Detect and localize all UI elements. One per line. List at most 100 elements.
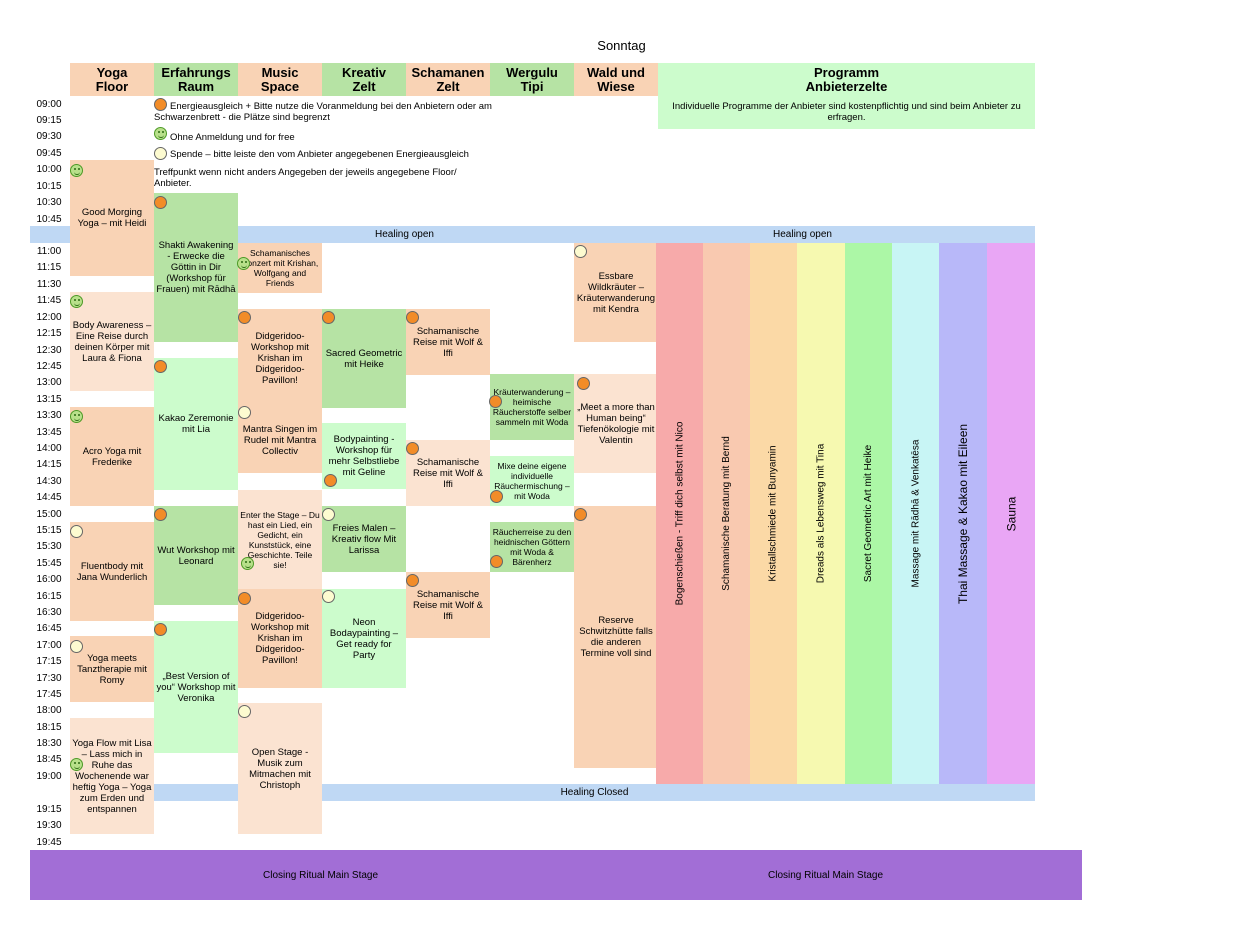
- event-shakti-awakening[interactable]: Shakti Awakening - Erwecke die Göttin in…: [154, 193, 238, 342]
- time-label: 15:45: [36, 558, 62, 569]
- time-label: 10:15: [36, 181, 62, 192]
- event-yoga-flow[interactable]: Yoga Flow mit Lisa – Lass mich in Ruhe d…: [70, 718, 154, 834]
- time-label: 14:30: [36, 476, 62, 487]
- time-label: 19:45: [36, 837, 62, 848]
- time-label: 18:00: [36, 705, 62, 716]
- event-acro-yoga[interactable]: Acro Yoga mit Frederike: [70, 407, 154, 506]
- smiley-icon: [237, 257, 250, 270]
- time-label: 10:30: [36, 197, 62, 208]
- smiley-icon: [70, 410, 83, 423]
- legend-spende: Spende – bitte leiste den vom Anbieter a…: [170, 149, 469, 160]
- time-label: 14:00: [36, 443, 62, 454]
- event-bodypainting[interactable]: Bodypainting - Workshop für mehr Selbstl…: [322, 423, 406, 489]
- event-wut-workshop[interactable]: Wut Workshop mit Leonard: [154, 506, 238, 605]
- event-raeuchermischung[interactable]: Mixe deine eigene individuelle Räuchermi…: [490, 456, 574, 506]
- time-label: 16:15: [36, 591, 62, 602]
- time-label: 09:45: [36, 148, 62, 159]
- event-schamanische-reise-2[interactable]: Schamanische Reise mit Wolf & Iffi: [406, 440, 490, 506]
- time-label: 12:00: [36, 312, 62, 323]
- event-schamanisches-konzert[interactable]: Schamanisches Konzert mit Krishan, Wolfg…: [238, 243, 322, 293]
- yellow-dot-icon: [322, 590, 335, 603]
- stripe-sauna[interactable]: Sauna: [987, 243, 1035, 784]
- orange-dot-icon: [154, 508, 167, 521]
- day-title: Sonntag: [597, 38, 646, 53]
- event-didgeridoo-1[interactable]: Didgeridoo-Workshop mit Krishan im Didge…: [238, 309, 322, 408]
- time-label: 15:00: [36, 509, 62, 520]
- time-label: 11:00: [36, 246, 62, 257]
- time-label: 18:45: [36, 754, 62, 765]
- stripe-bogenschiessen[interactable]: Bogenschießen - Triff dich selbst mit Ni…: [656, 243, 703, 784]
- legend-treffpunkt: Treffpunkt wenn nicht anders Angegeben d…: [154, 167, 457, 189]
- event-reserve-schwitzhuette[interactable]: Reserve Schwitzhütte falls die anderen T…: [574, 506, 658, 768]
- event-best-version[interactable]: „Best Version of you“ Workshop mit Veron…: [154, 621, 238, 753]
- stripe-massage[interactable]: Massage mit Rādhā & Venkatēsa: [892, 243, 939, 784]
- event-sacred-geometric[interactable]: Sacred Geometric mit Heike: [322, 309, 406, 408]
- orange-dot-icon: [154, 623, 167, 636]
- event-schamanische-reise-3[interactable]: Schamanische Reise mit Wolf & Iffi: [406, 572, 490, 638]
- event-open-stage[interactable]: Open Stage - Musik zum Mitmachen mit Chr…: [238, 703, 322, 834]
- time-label: 17:15: [36, 656, 62, 667]
- time-label: 13:30: [36, 410, 62, 421]
- event-fluentbody[interactable]: Fluentbody mit Jana Wunderlich: [70, 522, 154, 621]
- event-good-morning-yoga[interactable]: Good Morging Yoga – mit Heidi: [70, 160, 154, 276]
- time-label: 09:15: [36, 115, 62, 126]
- smiley-icon: [154, 127, 167, 140]
- time-label: 17:00: [36, 640, 62, 651]
- time-label: 12:15: [36, 328, 62, 339]
- programm-note: Individuelle Programme der Anbieter sind…: [658, 96, 1035, 129]
- time-label: 17:30: [36, 673, 62, 684]
- stripe-dreads[interactable]: Dreads als Lebensweg mit Tina: [797, 243, 845, 784]
- event-schamanische-reise-1[interactable]: Schamanische Reise mit Wolf & Iffi: [406, 309, 490, 375]
- time-label: 13:15: [36, 394, 62, 405]
- event-kraeuterwanderung[interactable]: Kräuterwanderung – heimische Räucherstof…: [490, 374, 574, 440]
- event-raeucherreise[interactable]: Räucherreise zu den heidnischen Göttern …: [490, 522, 574, 572]
- orange-dot-icon: [238, 311, 251, 324]
- stripe-kristallschmiede[interactable]: Kristallschmiede mit Bunyamin: [750, 243, 797, 784]
- time-label: 13:00: [36, 377, 62, 388]
- smiley-icon: [70, 758, 83, 771]
- orange-dot-icon: [490, 555, 503, 568]
- stripe-schamanische-beratung[interactable]: Schamanische Beratung mit Bernd: [703, 243, 750, 784]
- event-kakao-zeremonie[interactable]: Kakao Zeremonie mit Lia: [154, 358, 238, 490]
- yellow-dot-icon: [322, 508, 335, 521]
- time-label: 16:45: [36, 623, 62, 634]
- event-didgeridoo-2[interactable]: Didgeridoo-Workshop mit Krishan im Didge…: [238, 589, 322, 688]
- time-label: 19:15: [36, 804, 62, 815]
- yellow-dot-icon: [154, 147, 167, 160]
- event-yoga-tanztherapie[interactable]: Yoga meets Tanztherapie mit Romy: [70, 636, 154, 702]
- event-freies-malen[interactable]: Freies Malen – Kreativ flow Mit Larissa: [322, 506, 406, 572]
- orange-dot-icon: [154, 98, 167, 111]
- time-label: 12:30: [36, 345, 62, 356]
- stripe-sacret-geometric-art[interactable]: Sacret Geometric Art mit Heike: [845, 243, 892, 784]
- stripe-thai-massage[interactable]: Thai Massage & Kakao mit Eileen: [939, 243, 987, 784]
- time-label: 11:15: [36, 262, 62, 273]
- time-label: 19:00: [36, 771, 62, 782]
- time-label: 11:45: [36, 295, 62, 306]
- legend-free: Ohne Anmeldung und for free: [170, 132, 295, 143]
- orange-dot-icon: [154, 360, 167, 373]
- healing-open-band: Healing open Healing open: [30, 226, 1035, 243]
- event-meet-more-than-human[interactable]: „Meet a more than Human being“ Tiefenöko…: [574, 374, 658, 473]
- time-label: 10:45: [36, 214, 62, 225]
- time-label: 16:00: [36, 574, 62, 585]
- time-label: 13:45: [36, 427, 62, 438]
- smiley-icon: [70, 295, 83, 308]
- healing-closed-band: Healing Closed: [154, 784, 1035, 801]
- event-mantra-singen[interactable]: Mantra Singen im Rudel mit Mantra Collec…: [238, 407, 322, 473]
- event-essbare-wildkraeuter[interactable]: Essbare Wildkräuter – Kräuterwanderung m…: [574, 243, 658, 342]
- time-label: 12:45: [36, 361, 62, 372]
- event-body-awareness[interactable]: Body Awareness – Eine Reise durch deinen…: [70, 292, 154, 391]
- event-enter-the-stage[interactable]: Enter the Stage – Du hast ein Lied, ein …: [238, 490, 322, 589]
- orange-dot-icon: [406, 442, 419, 455]
- time-label: 18:30: [36, 738, 62, 749]
- event-neon-bodypainting[interactable]: Neon Bodaypainting – Get ready for Party: [322, 589, 406, 688]
- orange-dot-icon: [490, 490, 503, 503]
- time-label: 16:30: [36, 607, 62, 618]
